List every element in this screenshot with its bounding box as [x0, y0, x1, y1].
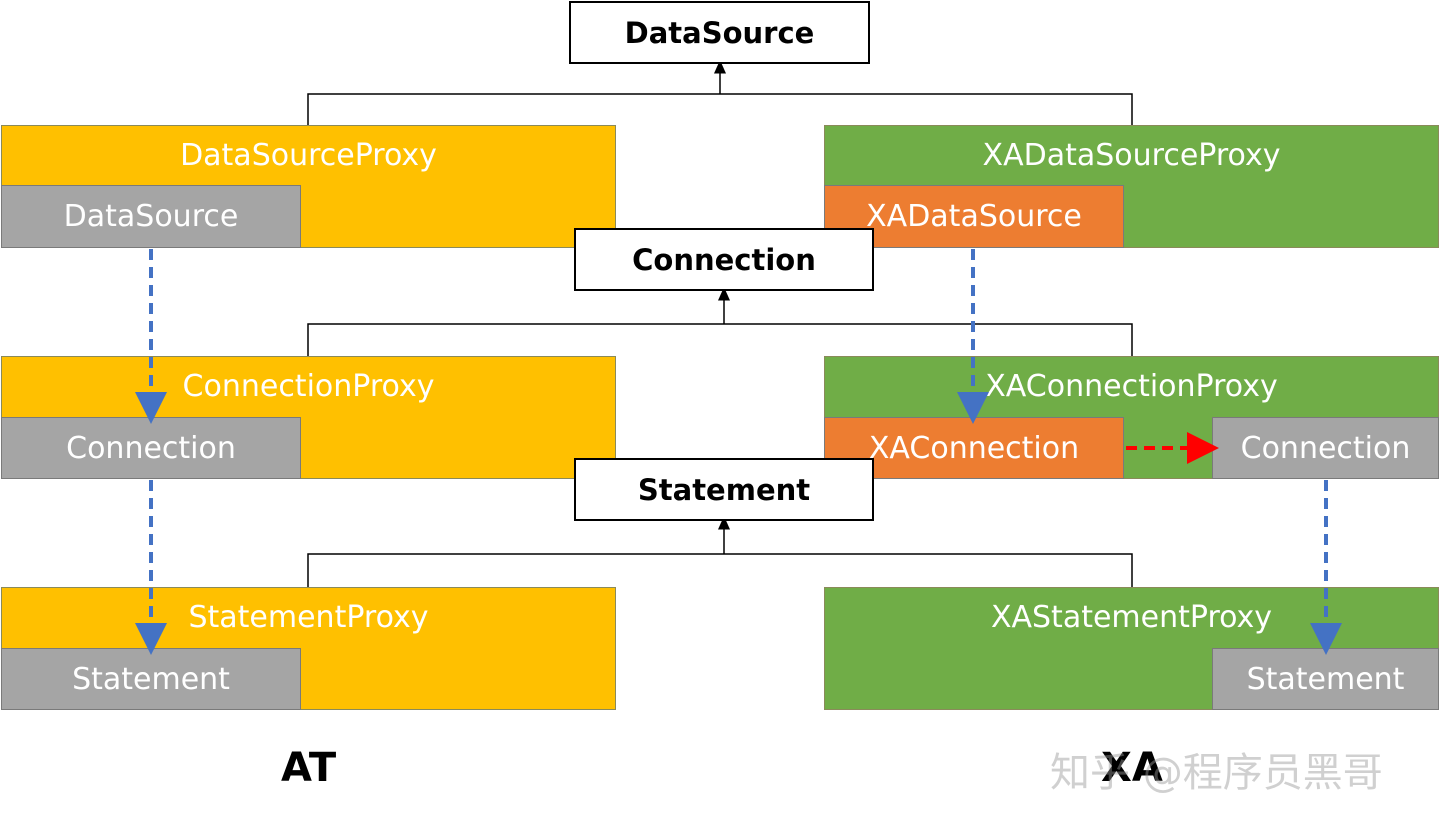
- statement-inner-at: Statement: [1, 648, 301, 710]
- connection-proxy-at-title: ConnectionProxy: [182, 368, 435, 404]
- connection-inner-xa: XAConnection: [824, 417, 1124, 479]
- watermark-text: 知乎 @程序员黑哥: [1050, 750, 1383, 796]
- datasource-inner-xa: XADataSource: [824, 185, 1124, 248]
- interface-connection: Connection: [574, 228, 874, 291]
- statement-inner-xa: Statement: [1212, 648, 1439, 710]
- inherit-line-connection: [307, 323, 1133, 356]
- interface-statement: Statement: [574, 458, 874, 521]
- interface-datasource: DataSource: [569, 1, 870, 64]
- datasource-inner-at: DataSource: [1, 185, 301, 248]
- label-at: AT: [281, 745, 337, 791]
- label-xa: XA: [1101, 745, 1163, 791]
- datasource-proxy-at-title: DataSourceProxy: [180, 137, 437, 173]
- connection-inner-at: Connection: [1, 417, 301, 479]
- inherit-line-statement: [307, 553, 1133, 587]
- statement-proxy-at-title: StatementProxy: [188, 599, 429, 635]
- connection-inner2-xa: Connection: [1212, 417, 1439, 479]
- connection-proxy-xa-title: XAConnectionProxy: [985, 368, 1278, 404]
- datasource-proxy-xa-title: XADataSourceProxy: [982, 137, 1281, 173]
- inherit-line-datasource: [307, 93, 1133, 125]
- statement-proxy-xa-title: XAStatementProxy: [990, 599, 1273, 635]
